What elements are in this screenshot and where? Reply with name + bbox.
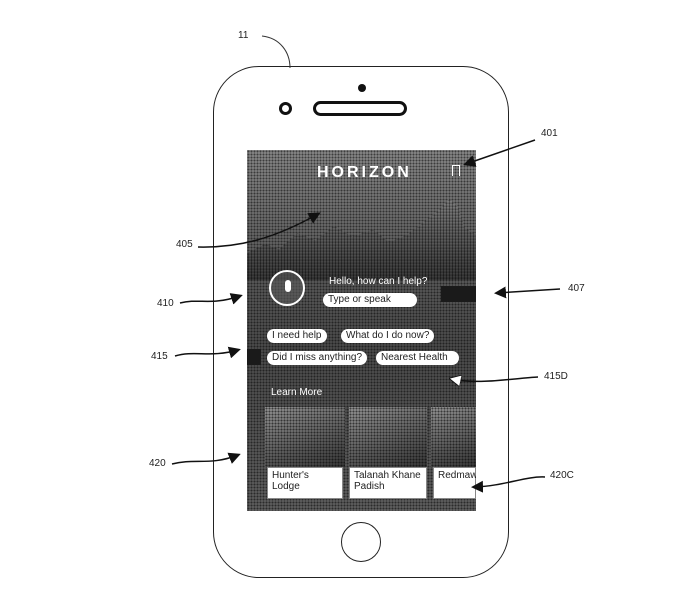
proximity-sensor [358,84,366,92]
card-line: Hunter's [272,470,309,481]
card-image-talanah[interactable] [349,407,427,467]
type-or-speak-input[interactable]: Type or speak [323,293,417,307]
arrow-405 [197,212,321,248]
ref-label-415d: 415D [544,371,568,382]
arrow-401 [463,139,536,167]
suggestion-what-do-i-do-now[interactable]: What do I do now? [341,329,435,343]
arrow-407 [494,286,561,299]
arrow-410 [179,293,243,305]
card-label-hunters-lodge[interactable]: Hunter's Lodge [267,467,343,499]
card-line: Lodge [272,481,300,492]
suggestion-i-need-help[interactable]: I need help [267,329,327,343]
input-side-block [441,286,476,302]
microphone-icon [285,280,291,292]
card-line: Talanah Khane [354,470,421,481]
arrow-415d [452,377,539,381]
card-label-redmaw[interactable]: Redmaw [433,467,476,499]
card-image-hunters-lodge[interactable] [265,407,345,467]
assistant-greeting: Hello, how can I help? [329,276,428,287]
front-camera [279,102,292,115]
ref-label-415: 415 [151,351,168,362]
learn-more-heading: Learn More [271,387,323,398]
ref-label-11: 11 [238,30,249,41]
ref-label-405: 405 [176,239,193,250]
arrow-420 [171,452,241,465]
ref-label-401: 401 [541,128,558,139]
suggestion-did-i-miss-anything[interactable]: Did I miss anything? [267,351,368,365]
arrow-415 [174,346,241,359]
app-screen: HORIZON Hello, how can I help? Type or s… [247,150,476,511]
earpiece-speaker [313,101,407,116]
ref-label-420: 420 [149,458,166,469]
leader-11 [261,35,291,69]
arrow-420c [471,476,546,493]
microphone-button[interactable] [269,270,305,306]
card-image-redmaw[interactable] [431,407,476,467]
card-line: Redmaw [438,470,476,481]
home-button[interactable] [341,522,381,562]
card-line: Padish [354,481,385,492]
card-label-talanah[interactable]: Talanah Khane Padish [349,467,427,499]
ref-label-420c: 420C [550,470,574,481]
app-logo: HORIZON [317,164,412,181]
left-side-block [247,349,261,365]
ref-label-407: 407 [568,283,585,294]
ref-label-410: 410 [157,298,174,309]
suggestion-nearest-health[interactable]: Nearest Health [376,351,459,365]
bookmark-icon[interactable] [452,165,460,176]
